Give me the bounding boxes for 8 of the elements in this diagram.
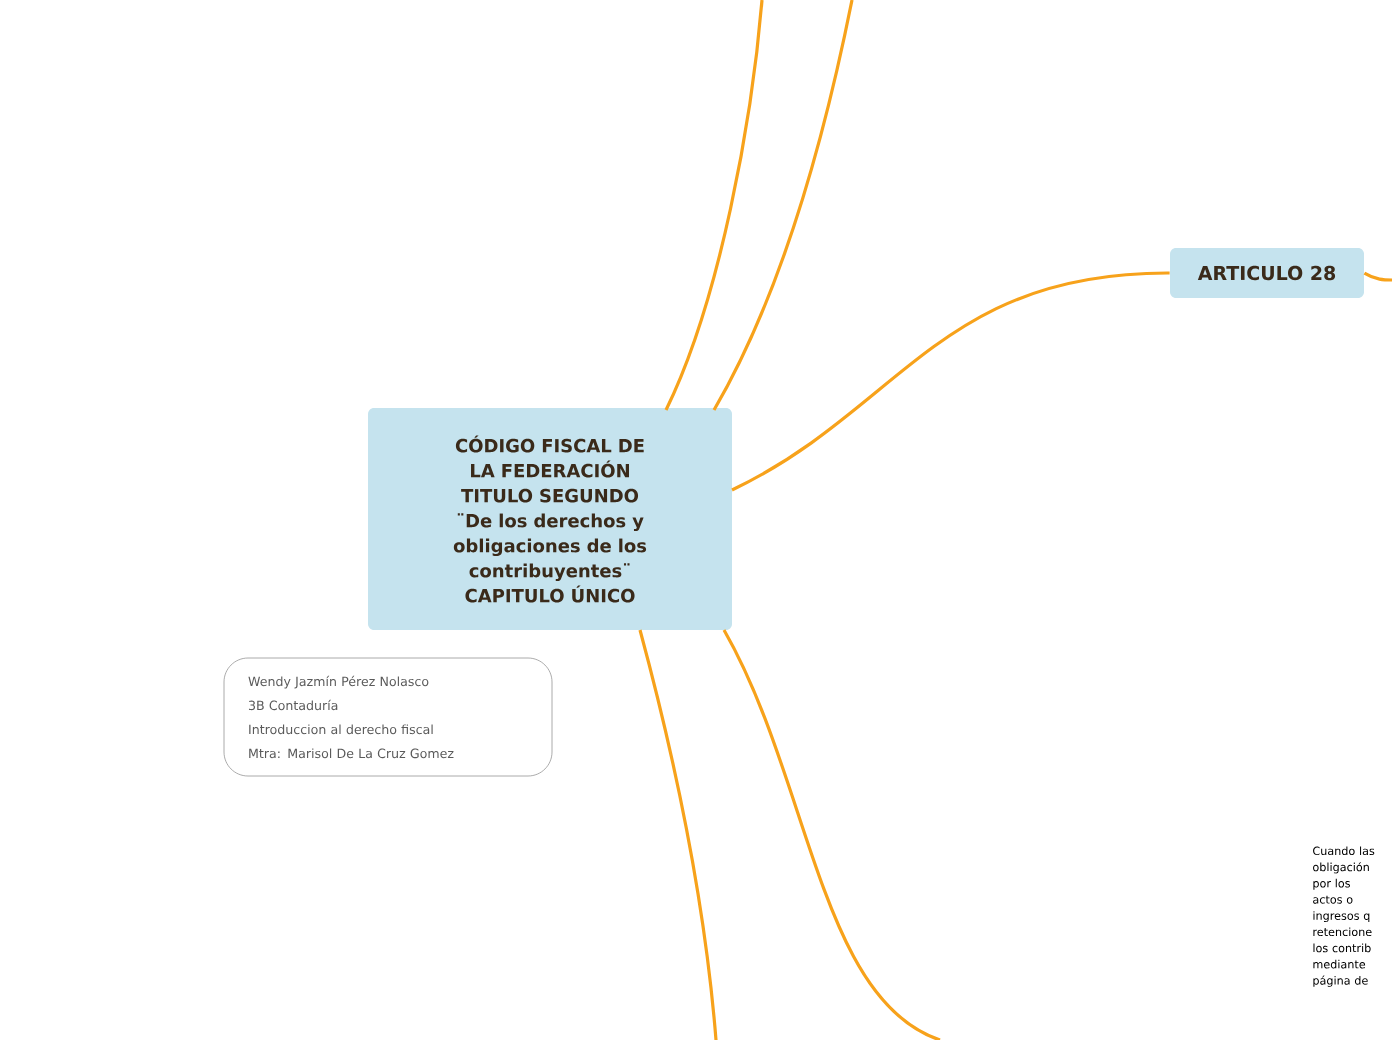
connector	[638, 629, 718, 1040]
connector	[664, 0, 764, 411]
topic-box: CÓDIGO FISCAL DE LA FEDERACIÓN TITULO SEGUNDO ¨De los derechos y obligaciones de los contribuyentes¨ CAPITULO ÚNICO	[368, 408, 732, 630]
connector	[731, 271, 1170, 492]
connector	[722, 629, 941, 1040]
connector	[1363, 271, 1392, 282]
connector	[712, 0, 854, 411]
topic-box: ARTICULO 28	[1170, 248, 1364, 298]
